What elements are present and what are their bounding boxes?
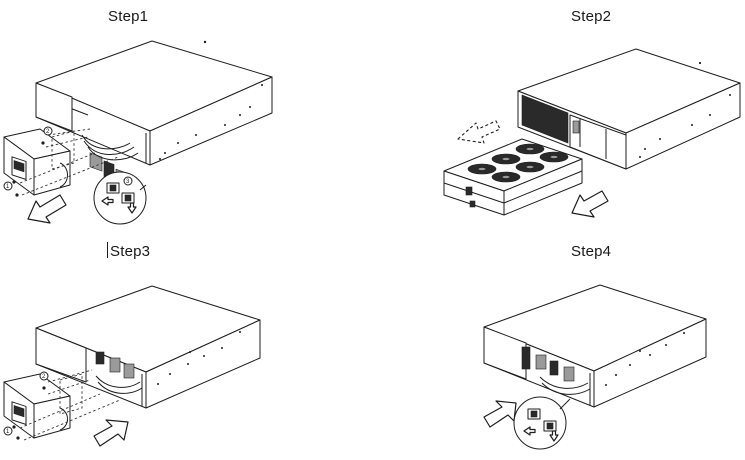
step2-title: Step2	[571, 8, 612, 25]
callout-3: 3	[126, 179, 130, 185]
step1-diagram: 1 2 3	[3, 40, 273, 225]
step3-panel: 1 2	[0, 270, 300, 460]
step3-title: Step3	[110, 243, 151, 260]
pull-out-arrow	[571, 190, 609, 218]
connector-detail	[513, 396, 571, 450]
remove-arrow	[27, 194, 67, 224]
step2-diagram	[443, 48, 741, 218]
step4-title: Step4	[571, 243, 612, 260]
step2-panel	[430, 35, 745, 235]
front-panel	[3, 373, 71, 439]
battery-cells-top	[467, 143, 569, 183]
ups-chassis	[35, 40, 273, 166]
battery-module	[443, 138, 583, 216]
text-cursor	[107, 242, 108, 258]
step1-title: Step1	[108, 8, 149, 25]
callout-2: 2	[46, 129, 50, 135]
step3-diagram: 1 2	[3, 285, 261, 447]
ups-chassis	[483, 284, 707, 408]
pull-direction-dashed-arrow	[457, 120, 501, 144]
callout-1: 1	[6, 184, 10, 190]
step1-panel: 1 2 3	[0, 35, 300, 235]
callout-2: 2	[42, 374, 46, 380]
step4-panel	[470, 275, 740, 460]
push-arrow	[483, 400, 517, 428]
ups-chassis	[517, 48, 741, 170]
connector-detail: 3	[93, 171, 147, 225]
front-panel	[3, 128, 71, 196]
ups-chassis	[35, 285, 261, 409]
step4-diagram	[483, 284, 707, 450]
callout-1: 1	[6, 429, 10, 435]
insert-arrow	[93, 419, 129, 447]
